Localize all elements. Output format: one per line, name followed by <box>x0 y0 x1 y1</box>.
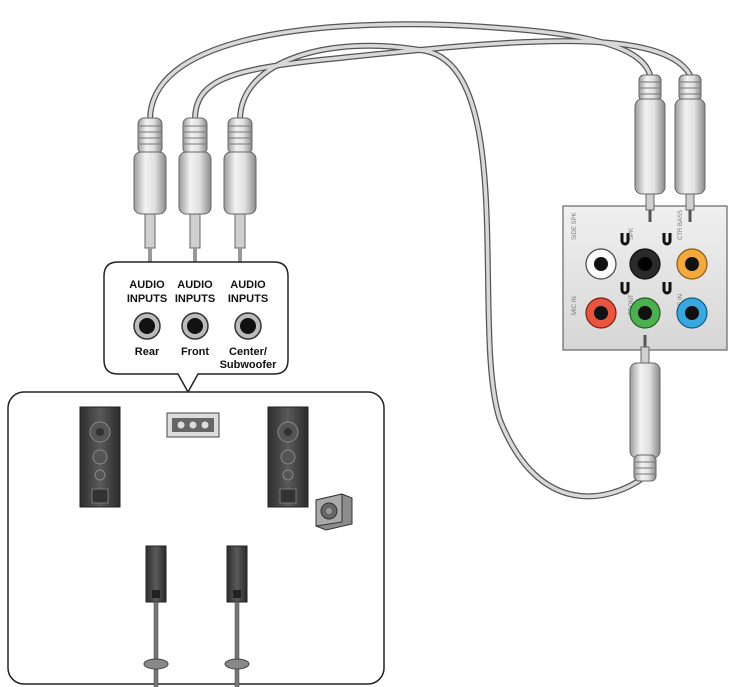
front-left-speaker-icon <box>79 406 121 508</box>
label-spk: SPK <box>629 228 635 240</box>
plug-top-left <box>634 74 666 222</box>
rear-io-panel: SIDE SPK SPK CTR BASS MIC IN FRONT LINE … <box>562 205 728 351</box>
speaker-hub-icon <box>166 412 220 438</box>
jack-rear <box>133 312 161 340</box>
jack-mic-in <box>585 297 617 329</box>
input-name-subwoofer: Subwoofer <box>220 359 278 371</box>
plug-top-right <box>674 74 706 222</box>
label-mic-in: MIC IN <box>572 296 578 315</box>
jack-front-out <box>629 297 661 329</box>
rear-right-speaker-icon <box>224 545 250 687</box>
subwoofer-icon <box>315 493 353 531</box>
input-name-front: Front <box>181 346 209 358</box>
jack-side-speaker <box>585 248 617 280</box>
input-name-center: Center/ <box>229 346 267 358</box>
input-name-rear: Rear <box>135 346 160 358</box>
jack-rear-speaker <box>629 248 661 280</box>
front-right-speaker-icon <box>267 406 309 508</box>
label-side-spk: SIDE SPK <box>572 212 578 240</box>
input-label-rear-line1: AUDIO <box>129 279 165 291</box>
cables <box>147 21 693 500</box>
rear-left-speaker-icon <box>143 545 169 687</box>
input-label-center-line2: INPUTS <box>228 293 268 305</box>
label-ctr-bass: CTR BASS <box>678 210 684 240</box>
speaker-setup-box <box>7 391 385 687</box>
panel-markers <box>620 233 672 295</box>
rca-plug-front <box>178 117 212 262</box>
plug-bottom <box>629 335 661 482</box>
jack-center-bass <box>676 248 708 280</box>
input-label-front-line2: INPUTS <box>175 293 215 305</box>
jack-center-subwoofer <box>234 312 262 340</box>
input-label-rear-line2: INPUTS <box>127 293 167 305</box>
audio-inputs-callout: AUDIO INPUTS Rear AUDIO INPUTS Front AUD… <box>103 261 289 394</box>
input-label-front-line1: AUDIO <box>177 279 213 291</box>
rca-plug-center-subwoofer <box>223 117 257 262</box>
input-label-center-line1: AUDIO <box>230 279 266 291</box>
jack-front <box>181 312 209 340</box>
jack-line-in <box>676 297 708 329</box>
rca-plug-rear <box>133 117 167 262</box>
